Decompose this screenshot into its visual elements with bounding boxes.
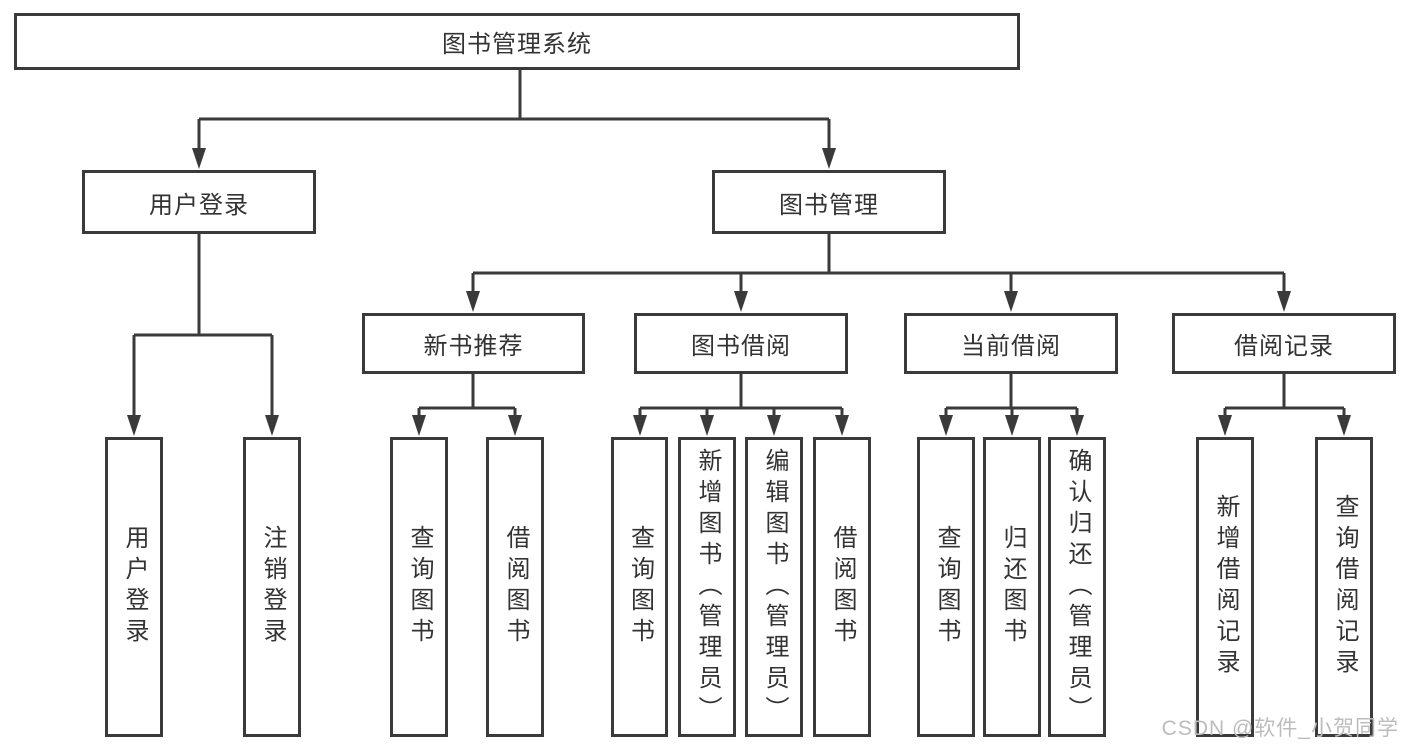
node-new-book-recommend: 新书推荐 [362, 313, 585, 374]
arrowhead-icons [127, 148, 1351, 436]
node-user-login: 用户登录 [82, 170, 316, 234]
leaf-return-books: 归还图书 [983, 437, 1041, 737]
leaf-query-books-recommend: 查询图书 [390, 437, 448, 737]
node-book-management: 图书管理 [712, 170, 946, 234]
leaf-logout: 注销登录 [243, 437, 301, 737]
leaf-user-login: 用户登录 [105, 437, 163, 737]
leaf-query-books-current: 查询图书 [917, 437, 975, 737]
watermark: CSDN @软件_小贺同学 [1161, 717, 1399, 740]
leaf-borrow-books-recommend: 借阅图书 [486, 437, 544, 737]
leaf-add-borrow-record: 新增借阅记录 [1196, 437, 1254, 737]
leaf-confirm-return-admin: 确认归还（管理员） [1048, 437, 1106, 737]
node-borrow-records: 借阅记录 [1172, 313, 1396, 374]
node-current-borrow: 当前借阅 [904, 313, 1118, 374]
node-book-borrow: 图书借阅 [634, 313, 848, 374]
leaf-query-books-borrow: 查询图书 [611, 437, 668, 737]
leaf-edit-books-admin: 编辑图书（管理员） [745, 437, 803, 737]
leaf-borrow-books: 借阅图书 [813, 437, 871, 737]
node-library-management-system: 图书管理系统 [14, 13, 1020, 70]
leaf-query-borrow-record: 查询借阅记录 [1315, 437, 1373, 737]
leaf-add-books-admin: 新增图书（管理员） [678, 437, 736, 737]
